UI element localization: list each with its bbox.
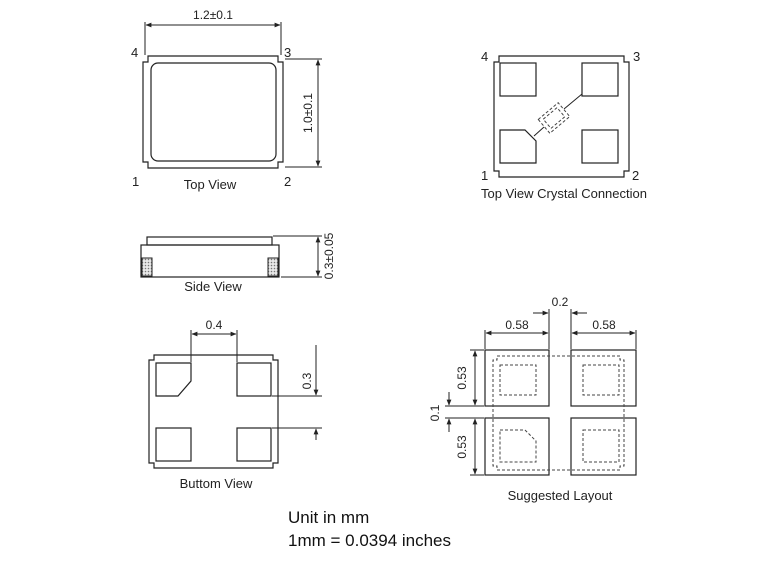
suggested-layout-view: 0.2 0.58 0.58 0.53 0.53 0.1 Suggested La… [428,295,637,503]
side-view-base [140,244,280,278]
crystal-connection-view: 1 2 3 4 Top View Crystal Connection [481,49,647,201]
layout-device-pad-bottom-right [582,429,620,463]
side-view-terminal-left [141,257,153,277]
crystal-view-label: Top View Crystal Connection [481,186,647,201]
side-view-terminal-right [267,257,279,277]
bottom-pad-bottom-left [155,427,192,462]
layout-device-pad-bottom-left [499,429,537,463]
top-height-dimension: 1.0±0.1 [301,93,315,133]
bottom-view-outline [148,354,279,469]
layout-pad-bottom-right [570,417,637,476]
layout-pad-top-right [570,349,637,407]
crystal-blank [537,102,571,134]
layout-gap-dimension: 0.2 [552,295,569,309]
bottom-pad-bottom-right [236,427,272,462]
layout-pad-top-left [484,349,550,407]
layout-pad-width-left: 0.58 [505,318,529,332]
side-view-label: Side View [184,279,242,294]
bottom-pad-top-right [236,362,272,397]
side-height-dimension: 0.3±0.05 [322,232,336,279]
crystal-view-outline [493,55,630,178]
top-pin-1: 1 [132,174,139,189]
top-view-lid [150,62,277,162]
top-pin-3: 3 [284,45,291,60]
layout-package-outline [492,355,625,471]
bottom-view: 0.4 0.3 Buttom View [148,318,322,491]
bottom-view-label: Buttom View [180,476,253,491]
layout-device-pad-top-right [582,364,620,396]
crystal-pin-4: 4 [481,49,488,64]
bottom-pitch-dimension: 0.4 [206,318,223,332]
side-view-lid [146,236,273,246]
layout-pad-height-bottom: 0.53 [455,435,469,459]
crystal-pin-2: 2 [632,168,639,183]
crystal-lead-lower [533,126,545,137]
layout-pad-width-right: 0.58 [592,318,616,332]
unit-note: Unit in mm [288,508,370,527]
layout-row-gap-dimension: 0.1 [428,404,442,421]
bottom-gap-dimension: 0.3 [300,372,314,389]
crystal-pin-3: 3 [633,49,640,64]
suggested-layout-label: Suggested Layout [508,488,613,503]
crystal-pad-1 [499,129,537,164]
crystal-pad-4 [499,62,537,97]
crystal-lead-upper [563,93,583,110]
crystal-pad-2 [581,129,619,164]
top-pin-4: 4 [131,45,138,60]
top-view-label: Top View [184,177,237,192]
top-width-dimension: 1.2±0.1 [193,8,233,22]
side-view: 0.3±0.05 Side View [140,232,336,294]
bottom-pad-notched [155,362,192,397]
crystal-pin-1: 1 [481,168,488,183]
crystal-pad-3 [581,62,619,97]
top-pin-2: 2 [284,174,291,189]
top-view: 1.2±0.1 1.0±0.1 1 2 3 4 Top View [131,8,322,192]
top-view-outline [142,55,284,169]
layout-device-pad-top-left [499,364,537,396]
unit-conversion-note: 1mm = 0.0394 inches [288,531,452,550]
layout-pad-bottom-left [484,417,550,476]
layout-pad-height-top: 0.53 [455,366,469,390]
